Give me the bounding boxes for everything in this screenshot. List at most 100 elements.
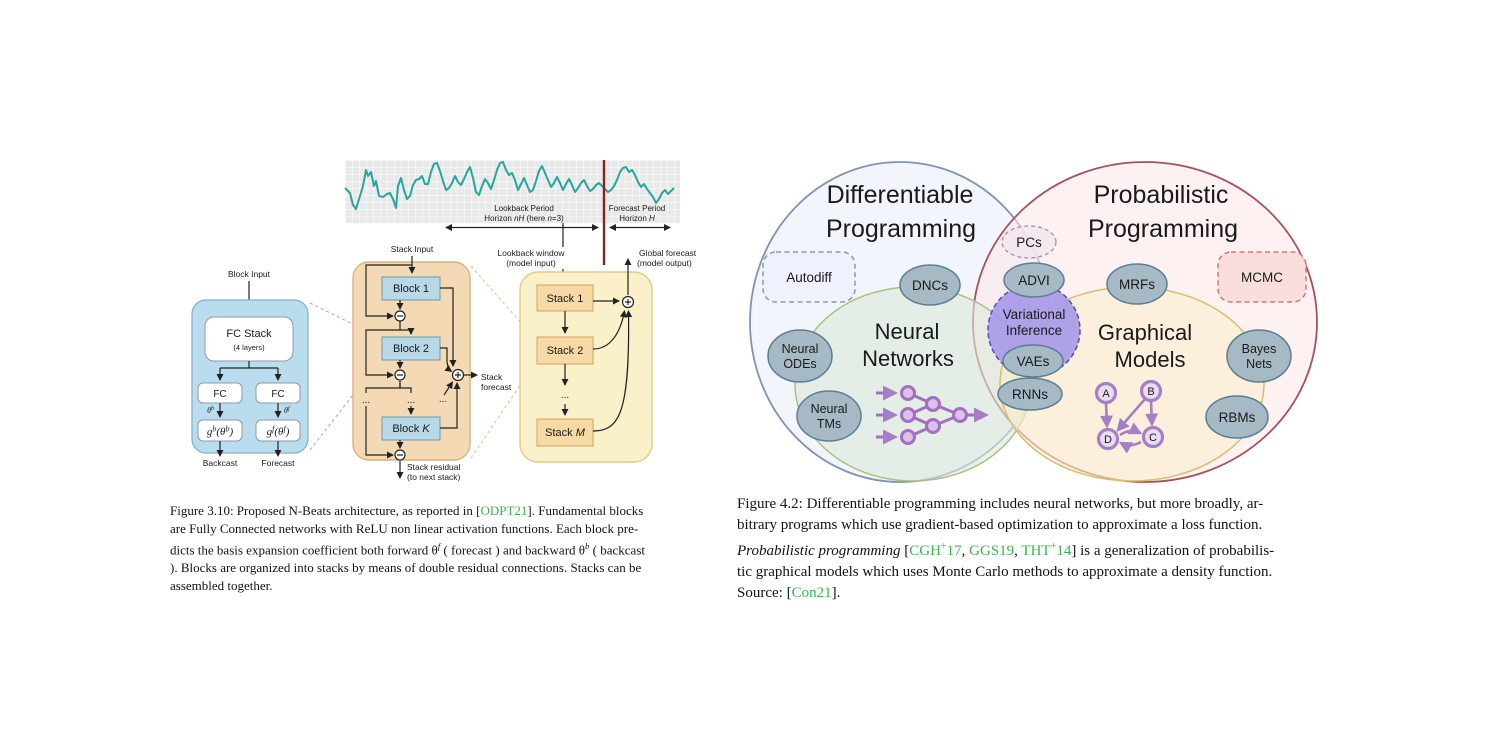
caption-text: ]. (831, 585, 841, 601)
timeseries-plot: Lookback Period Horizon nH (here n=3) Fo… (344, 160, 680, 265)
graph-node-c-label: C (1149, 432, 1157, 444)
stack-m-box (536, 418, 594, 447)
bayes-nets-label-2: Nets (1246, 357, 1272, 371)
block-k-label: Block K (392, 423, 430, 435)
citation-link[interactable]: ODPT21 (480, 503, 528, 518)
caption-line: Probabilistic programming [CGH+17, GGS19… (737, 536, 1349, 562)
neural-networks-title-2: Networks (862, 346, 954, 371)
mrfs-label: MRFs (1119, 277, 1155, 292)
backcast-label: Backcast (203, 458, 238, 468)
subtract-node-icon (394, 369, 406, 381)
dncs-label: DNCs (912, 278, 948, 293)
citation-link[interactable]: 14 (1056, 543, 1072, 559)
fc-layers-label: (4 layers) (233, 343, 265, 352)
autodiff-box (762, 251, 856, 303)
citation-link[interactable]: 17 (946, 543, 962, 559)
rbms-label: RBMs (1219, 410, 1256, 425)
lookback-period-label: Lookback Period (494, 204, 554, 213)
figure-4-2-caption: Figure 4.2: Differentiable programming i… (737, 494, 1349, 604)
dncs-ellipse (899, 264, 961, 306)
probabilistic-title: Probabilistic (1094, 181, 1229, 209)
vaes-ellipse (1002, 344, 1064, 378)
bayes-nets-label: Bayes (1242, 342, 1277, 356)
graph-node-a-label: A (1102, 388, 1110, 400)
citation-link[interactable]: + (1050, 541, 1057, 552)
caption-text: assembled together. (170, 577, 273, 593)
model-output-label: (model output) (637, 258, 692, 268)
neural-odes-label-2: ODEs (783, 357, 816, 371)
g-b-label: gb(θb) (207, 425, 234, 439)
programming-venn-figure: Differentiable Programming Probabilistic… (749, 161, 1318, 483)
caption-text: , (1014, 543, 1022, 559)
timeseries-line (344, 161, 675, 210)
neural-tms-label-2: TMs (817, 417, 841, 431)
stack-1-label: Stack 1 (547, 293, 584, 305)
neural-networks-title: Neural (875, 319, 940, 344)
rbms-ellipse (1205, 395, 1269, 439)
caption-text: are Fully Connected networks with ReLU n… (170, 520, 639, 536)
add-node-icon (621, 295, 635, 309)
add-node-icon (451, 368, 465, 382)
theta-f-label: θf (284, 405, 291, 415)
stack-forecast-label: Stack (481, 372, 503, 382)
caption-line: tic graphical models which uses Monte Ca… (737, 562, 1349, 583)
caption-text: dicts the basis expansion coefficient bo… (170, 541, 438, 557)
autodiff-label: Autodiff (786, 270, 832, 285)
neural-network-icon (876, 385, 989, 445)
graph-node-b-label: B (1147, 386, 1154, 398)
forecast-label: Forecast (261, 458, 295, 468)
citation-link[interactable]: Con21 (791, 585, 832, 601)
citation-link[interactable]: CGH (909, 543, 941, 559)
stack-residual-label-2: (to next stack) (407, 472, 461, 482)
forecast-period-label: Forecast Period (609, 204, 665, 213)
theta-b-label: θb (207, 406, 214, 415)
stack-residual-label: Stack residual (407, 462, 460, 472)
citation-link[interactable]: GGS19 (969, 543, 1015, 559)
center-rail-dots: ... (407, 395, 415, 406)
stack-2-label: Stack 2 (547, 345, 584, 357)
caption-line: Source: [Con21]. (737, 583, 1349, 604)
stack-forecast-label-2: forecast (481, 382, 512, 392)
variational-inference-label: Variational (1003, 307, 1066, 322)
caption-text: ( forecast ) and backward θ (440, 541, 585, 557)
lookback-horizon-label: Horizon nH (here n=3) (484, 214, 564, 223)
caption-line: are Fully Connected networks with ReLU n… (170, 520, 710, 538)
citation-link[interactable]: + (940, 541, 947, 552)
caption-text: Figure 3.10: Proposed N-Beats architectu… (170, 503, 481, 518)
stack-1-box (536, 284, 594, 312)
block-input-label: Block Input (228, 269, 271, 279)
citation-link[interactable]: THT (1021, 543, 1051, 559)
block-2-label: Block 2 (393, 343, 429, 355)
stack-input-label: Stack Input (391, 244, 434, 254)
caption-line: bitrary programs which use gradient-base… (737, 515, 1349, 536)
pcs-label: PCs (1016, 235, 1042, 250)
stack-m-label: Stack M (545, 427, 586, 439)
differentiable-title: Differentiable (827, 181, 974, 209)
rnns-label: RNNs (1012, 387, 1048, 402)
caption-text: ] is a generalization of probabilis- (1071, 543, 1275, 559)
figure-3-10-caption: Figure 3.10: Proposed N-Beats architectu… (170, 502, 710, 594)
subtract-node-icon (394, 449, 406, 461)
caption-line: Figure 3.10: Proposed N-Beats architectu… (170, 502, 710, 520)
rnns-ellipse (997, 377, 1063, 411)
stack-2-box (536, 336, 594, 365)
caption-text: Probabilistic programming (737, 543, 901, 559)
advi-label: ADVI (1018, 273, 1050, 288)
caption-text: ). Blocks are organized into stacks by m… (170, 559, 642, 575)
caption-line: ). Blocks are organized into stacks by m… (170, 559, 710, 577)
vaes-label: VAEs (1017, 354, 1050, 369)
subtract-node-icon (394, 310, 406, 322)
lookback-window-label: Lookback window (497, 248, 565, 258)
graphical-model-icon: A B D C (1094, 379, 1165, 454)
caption-text: Figure 4.2: Differentiable programming i… (737, 496, 1264, 512)
g-f-label: gf(θf) (267, 425, 290, 439)
residual-rail-dots: ... (362, 395, 370, 406)
stacks-wiring (561, 258, 633, 432)
block-detail-panel: Block Input FC Stack (4 layers) FC FC θb… (191, 269, 309, 468)
block-1-label: Block 1 (393, 283, 429, 295)
forecast-horizon-label: Horizon H (619, 214, 655, 223)
stack-wiring (365, 264, 478, 479)
neural-tms-label: Neural (811, 402, 848, 416)
caption-text: ( backcast (589, 541, 646, 557)
advi-ellipse (1003, 262, 1065, 298)
